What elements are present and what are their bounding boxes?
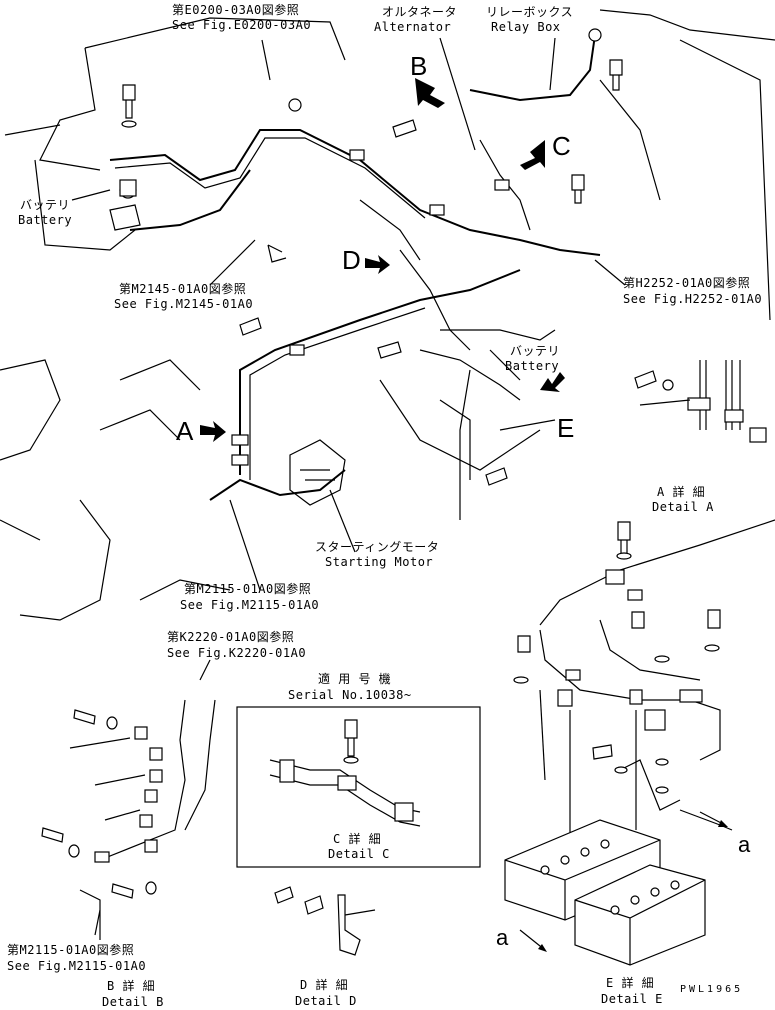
callout-fig-m2145-jp: 第M2145-01A0図参照 <box>119 282 247 296</box>
battery-left-label-en: Battery <box>18 213 73 227</box>
callout-fig-m2115-b-jp: 第M2115-01A0図参照 <box>7 943 135 957</box>
alternator-label-jp: オルタネータ <box>382 5 458 19</box>
detail-d-label-en: Detail D <box>295 994 357 1008</box>
view-letter-a-small-left: a <box>496 925 509 950</box>
view-letter-a-small-right: a <box>738 832 751 857</box>
battery-right-label-jp: バッテリ <box>510 344 561 358</box>
callout-fig-k2220-jp: 第K2220-01A0図参照 <box>167 630 295 644</box>
callout-fig-m2145-en: See Fig.M2145-01A0 <box>114 297 254 311</box>
callout-fig-e0200-en: See Fig.E0200-03A0 <box>172 18 312 32</box>
callout-fig-k2220-en: See Fig.K2220-01A0 <box>167 646 307 660</box>
serial-label-jp: 適 用 号 機 <box>318 672 392 686</box>
detail-d-label-jp: D 詳 細 <box>300 978 349 992</box>
relay-box-label-jp: リレーボックス <box>486 5 574 19</box>
drawing-code: PWL1965 <box>680 984 744 995</box>
battery-left-label-jp: バッテリ <box>20 198 71 212</box>
serial-number: Serial No.10038~ <box>288 688 412 702</box>
view-letter-b: B <box>410 51 428 81</box>
starting-motor-label-jp: スターティングモータ <box>315 540 440 554</box>
detail-c-label-jp: C 詳 細 <box>333 832 382 846</box>
relay-box-label-en: Relay Box <box>491 20 561 34</box>
view-letter-d: D <box>342 245 361 275</box>
detail-a-label-en: Detail A <box>652 500 714 514</box>
starting-motor-label-en: Starting Motor <box>325 555 434 569</box>
callout-fig-m2115-jp: 第M2115-01A0図参照 <box>184 582 312 596</box>
detail-e-label-jp: E 詳 細 <box>606 976 655 990</box>
callout-fig-m2115-b-en: See Fig.M2115-01A0 <box>7 959 147 973</box>
view-letter-a: A <box>176 416 194 446</box>
callout-fig-m2115-en: See Fig.M2115-01A0 <box>180 598 320 612</box>
alternator-label-en: Alternator <box>374 20 452 34</box>
detail-b-label-jp: B 詳 細 <box>107 979 156 993</box>
detail-c-label-en: Detail C <box>328 847 390 861</box>
detail-a-label-jp: A 詳 細 <box>657 485 706 499</box>
view-letter-e: E <box>557 413 575 443</box>
callout-fig-h2252-jp: 第H2252-01A0図参照 <box>623 276 751 290</box>
detail-e-label-en: Detail E <box>601 992 663 1006</box>
callout-fig-e0200-jp: 第E0200-03A0図参照 <box>172 3 300 17</box>
callout-fig-h2252-en: See Fig.H2252-01A0 <box>623 292 763 306</box>
detail-b-label-en: Detail B <box>102 995 164 1009</box>
view-letter-c: C <box>552 131 571 161</box>
battery-right-label-en: Battery <box>505 359 560 373</box>
